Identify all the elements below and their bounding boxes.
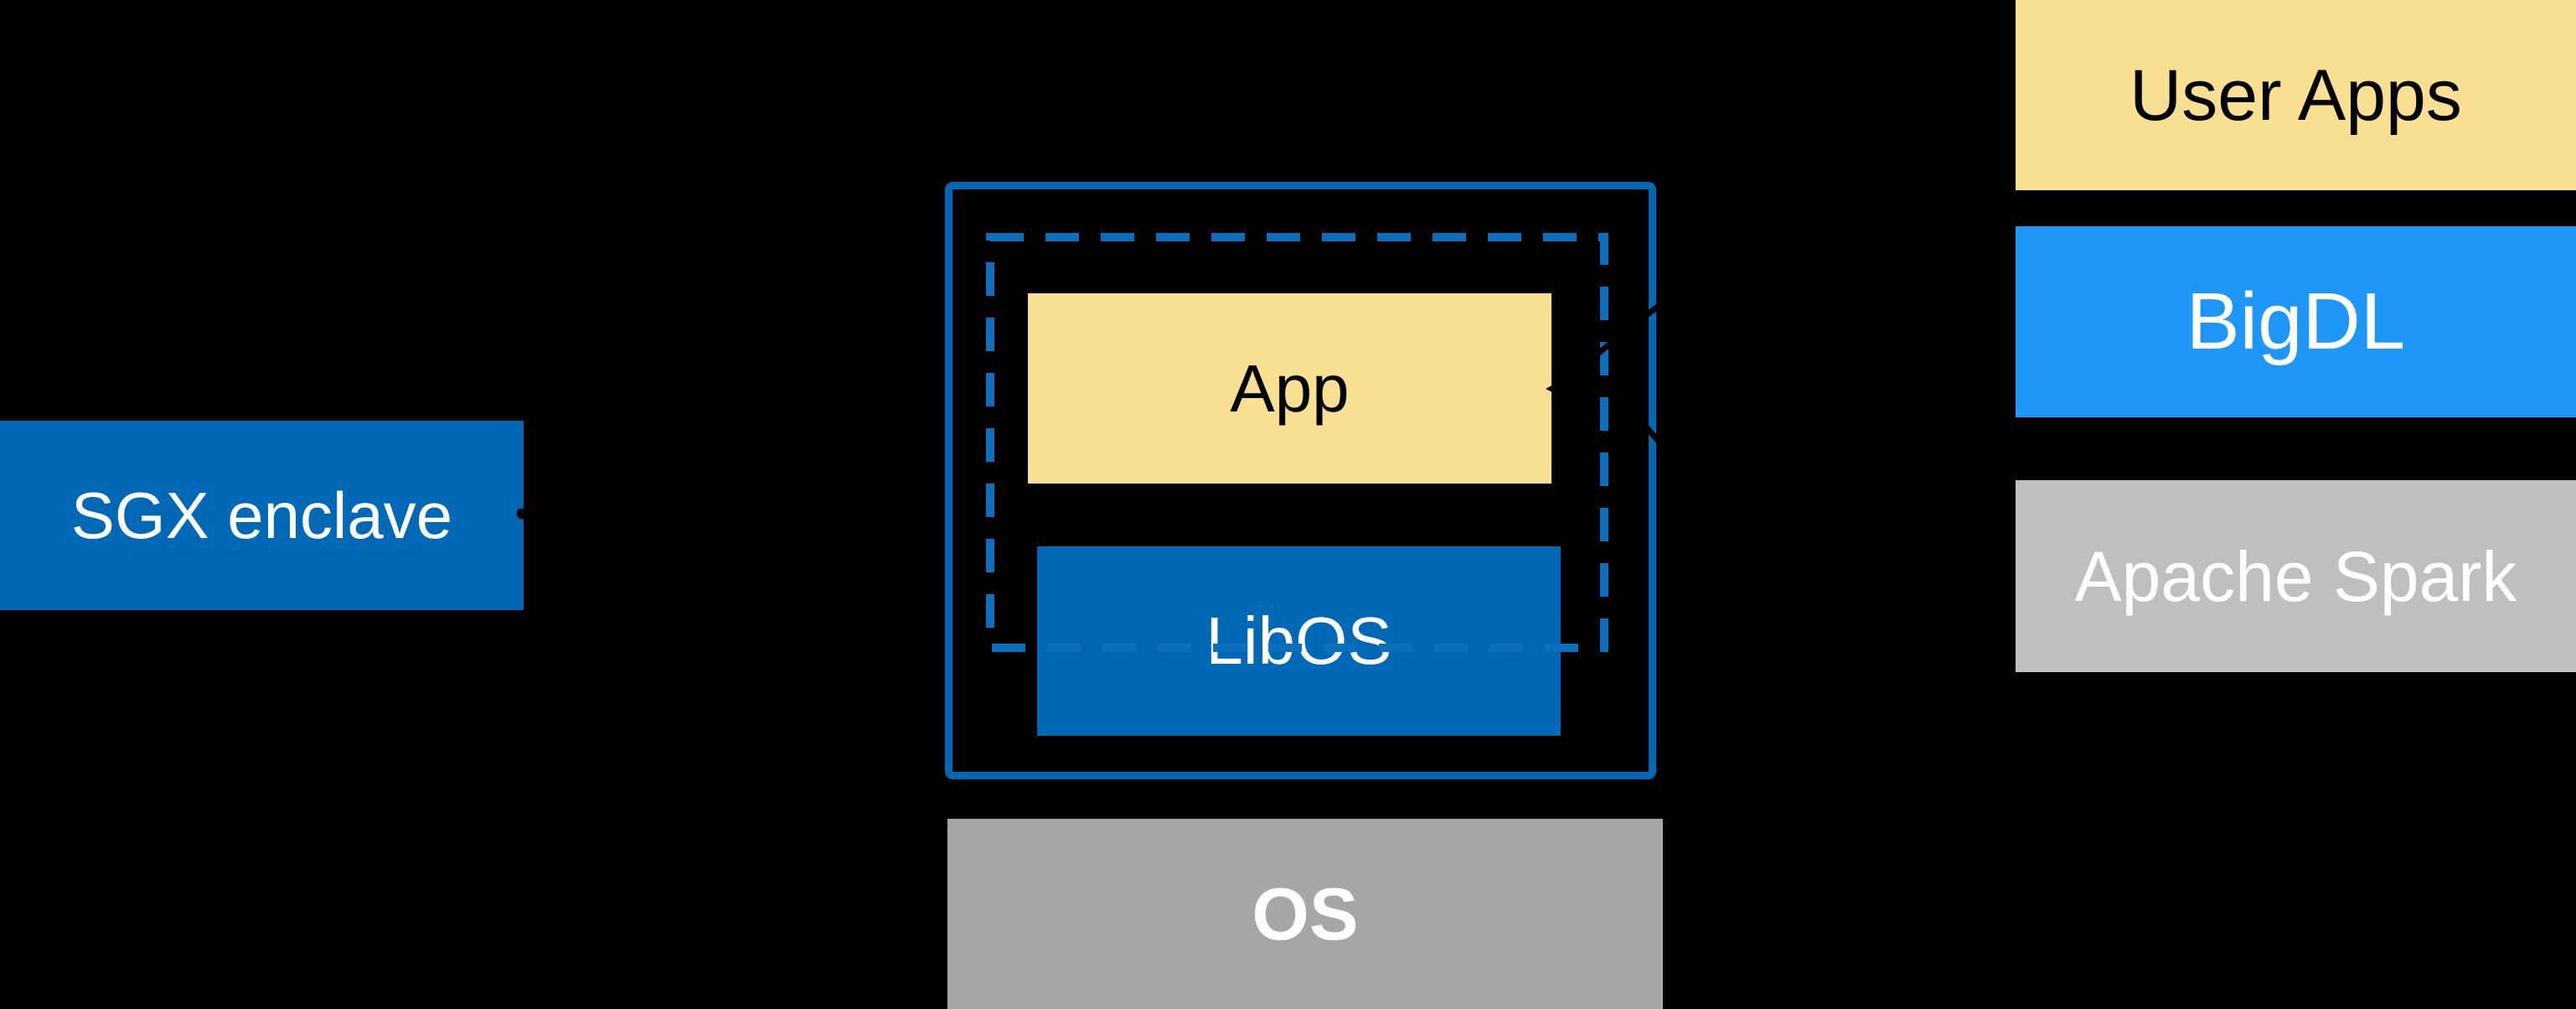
leader-curve-top [1552,256,1740,389]
leader-curve-bottom [1619,396,1711,502]
libos-box: LibOS [1037,546,1561,736]
stack-bigdl-label: BigDL [2186,277,2406,366]
stack-bigdl-box: BigDL [2016,226,2576,417]
app-label: App [1230,350,1350,426]
sgx-enclave-box: SGX enclave [0,421,524,610]
os-box: OS [947,819,1663,1009]
sgx-enclave-label: SGX enclave [70,479,453,552]
stack-user-apps-label: User Apps [2129,54,2462,136]
libos-label: LibOS [1205,603,1392,678]
app-box: App [1028,293,1551,484]
stack-user-apps-box: User Apps [2016,0,2576,190]
os-label: OS [1252,872,1359,955]
stack-apache-spark-label: Apache Spark [2074,536,2517,616]
stack-apache-spark-box: Apache Spark [2016,480,2576,672]
